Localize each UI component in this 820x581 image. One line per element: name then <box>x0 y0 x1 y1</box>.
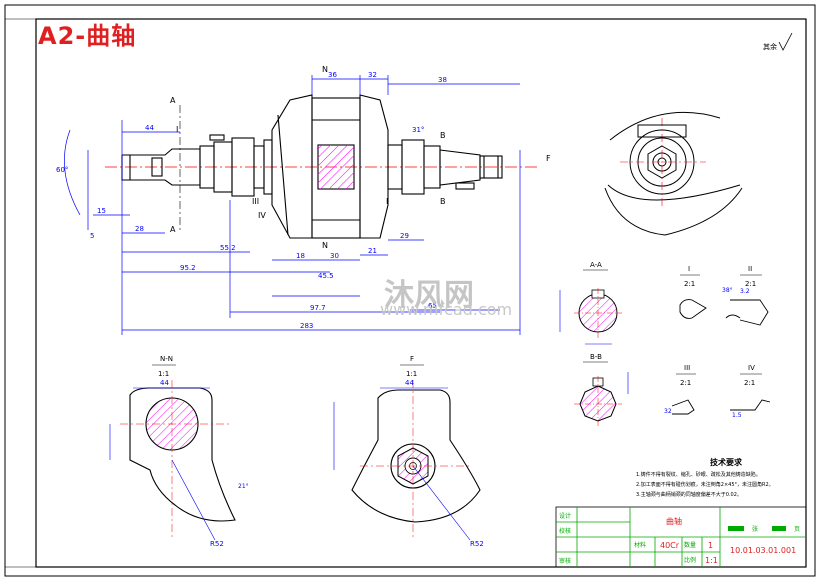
dim-30: 30 <box>330 252 339 260</box>
section-n-n-scale: 1:1 <box>158 370 169 378</box>
title-block <box>555 506 807 568</box>
inner-border <box>35 18 807 568</box>
roughness-symbol: 其余 <box>763 32 793 51</box>
svg-text:A: A <box>170 96 176 105</box>
detail-dim-texts: 3.2 32 1.5 38° <box>664 287 750 419</box>
tech-req-item-3: 3.主轴颈与曲柄销颈的同轴度偏差不大于0.02。 <box>636 491 742 498</box>
drawing-number: 10.01.03.01.001 <box>730 546 796 555</box>
main-dimension-lines <box>64 75 521 335</box>
section-f-scale: 1:1 <box>406 370 417 378</box>
dim-angle-60: 60° <box>56 166 68 174</box>
svg-text:2:1: 2:1 <box>684 280 695 288</box>
svg-text:38°: 38° <box>722 287 733 294</box>
dim-21: 21 <box>368 247 377 255</box>
section-n-n-label: N-N <box>160 355 173 363</box>
material-value: 40Cr <box>660 541 680 550</box>
svg-text:R52: R52 <box>210 540 224 548</box>
dim-97-7: 97.7 <box>310 304 326 312</box>
tech-req-heading: 技术要求 <box>710 457 743 467</box>
dim-65: 65 <box>428 302 437 310</box>
dim-total-length: 283 <box>300 322 313 330</box>
section-a-a: A-A <box>559 261 622 345</box>
section-n-n: N-N 1:1 44 R52 21° <box>109 355 249 548</box>
svg-text:A: A <box>170 225 176 234</box>
main-view-labels: A A N N B B F I III IV I <box>170 65 551 250</box>
dim-18: 18 <box>296 252 305 260</box>
watermark-text: 沐风网 <box>384 278 474 313</box>
dim-32: 32 <box>368 71 377 79</box>
svg-text:数量: 数量 <box>684 541 696 549</box>
dim-angle-31: 31° <box>412 126 424 134</box>
svg-text:N: N <box>322 241 328 250</box>
dim-95-2: 95.2 <box>180 264 196 272</box>
svg-text:III: III <box>252 197 259 206</box>
tech-req-item-2: 2.加工表面不得有碰伤划痕，未注倒角2×45°，未注圆角R2。 <box>636 481 774 488</box>
quantity-value: 1 <box>708 541 713 550</box>
svg-text:材料: 材料 <box>634 541 646 549</box>
page-title: A2-曲轴 <box>38 22 137 50</box>
dim-44: 44 <box>145 124 154 132</box>
detail-views: I 2:1 II 2:1 III 2:1 IV 2:1 <box>676 265 762 387</box>
svg-text:校核: 校核 <box>559 527 571 535</box>
svg-text:审核: 审核 <box>559 557 571 565</box>
tech-req-item-1: 1.铸件不得有裂纹、缩孔、砂眼、疏松及其他铸造缺陷。 <box>636 471 761 478</box>
scale-value: 1:1 <box>705 556 718 565</box>
svg-text:21°: 21° <box>238 483 249 490</box>
svg-text:F: F <box>546 154 551 163</box>
dim-29: 29 <box>400 232 409 240</box>
title-block-texts: 设计 校核 审核 曲轴 材料 40Cr 数量 1 比例 1:1 张 页 10.0… <box>559 512 800 565</box>
svg-text:I: I <box>176 125 178 134</box>
dim-5: 5 <box>90 232 94 240</box>
detail-shapes <box>671 299 771 415</box>
dim-38: 38 <box>438 76 447 84</box>
section-a-a-label: A-A <box>590 261 602 269</box>
svg-text:IV: IV <box>258 211 266 220</box>
crankshaft-main-view <box>105 94 540 239</box>
svg-text:R52: R52 <box>470 540 484 548</box>
svg-text:I: I <box>386 197 388 206</box>
svg-text:2:1: 2:1 <box>680 379 691 387</box>
svg-text:比例: 比例 <box>684 556 696 564</box>
section-b-b-label: B-B <box>590 353 602 361</box>
outer-border <box>4 4 816 577</box>
dim-55-2: 55.2 <box>220 244 236 252</box>
svg-text:2:1: 2:1 <box>744 379 755 387</box>
svg-text:B: B <box>440 131 446 140</box>
svg-text:张: 张 <box>752 525 758 533</box>
svg-text:I: I <box>688 265 690 273</box>
svg-text:IV: IV <box>748 364 755 372</box>
end-view <box>604 111 743 236</box>
svg-text:设计: 设计 <box>559 512 571 520</box>
svg-text:32: 32 <box>664 408 672 415</box>
svg-text:2:1: 2:1 <box>745 280 756 288</box>
watermark-url: www.mfcad.com <box>380 300 513 319</box>
part-name: 曲轴 <box>666 516 682 526</box>
section-f-label: F <box>410 355 414 363</box>
svg-text:页: 页 <box>794 526 800 533</box>
svg-text:N: N <box>322 65 328 74</box>
technical-requirements: 技术要求 1.铸件不得有裂纹、缩孔、砂眼、疏松及其他铸造缺陷。 2.加工表面不得… <box>636 457 774 498</box>
svg-text:1.5: 1.5 <box>732 412 742 419</box>
svg-text:44: 44 <box>405 379 414 387</box>
section-b-b: B-B <box>574 353 629 428</box>
svg-text:III: III <box>684 364 690 372</box>
svg-text:3.2: 3.2 <box>740 288 750 295</box>
dim-15: 15 <box>97 207 106 215</box>
svg-text:II: II <box>748 265 752 273</box>
svg-text:B: B <box>440 197 446 206</box>
dim-36: 36 <box>328 71 337 79</box>
section-f: F 1:1 44 R52 <box>333 355 484 548</box>
dim-28: 28 <box>135 225 144 233</box>
main-dimension-texts: 283 95.2 55.2 28 15 5 97.7 45.5 18 30 21… <box>56 71 447 330</box>
dim-45-5: 45.5 <box>318 272 334 280</box>
svg-text:44: 44 <box>160 379 169 387</box>
svg-text:其余: 其余 <box>763 42 777 51</box>
